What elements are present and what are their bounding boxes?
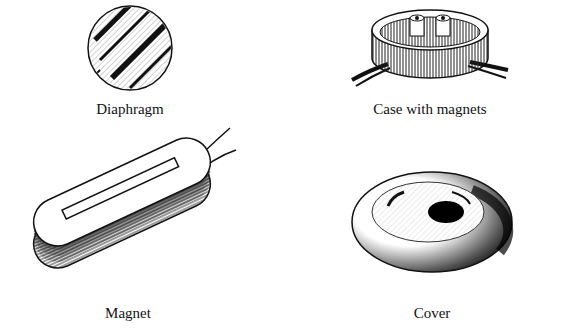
case-drawing <box>352 10 508 86</box>
cover-drawing <box>352 172 512 272</box>
diaphragm-drawing <box>88 5 172 90</box>
part-label: Case with magnets <box>373 100 486 118</box>
part-label: Magnet <box>105 304 151 322</box>
part-label: Diaphragm <box>96 100 163 118</box>
magnet-drawing <box>26 128 236 276</box>
part-label: Cover <box>414 304 451 322</box>
